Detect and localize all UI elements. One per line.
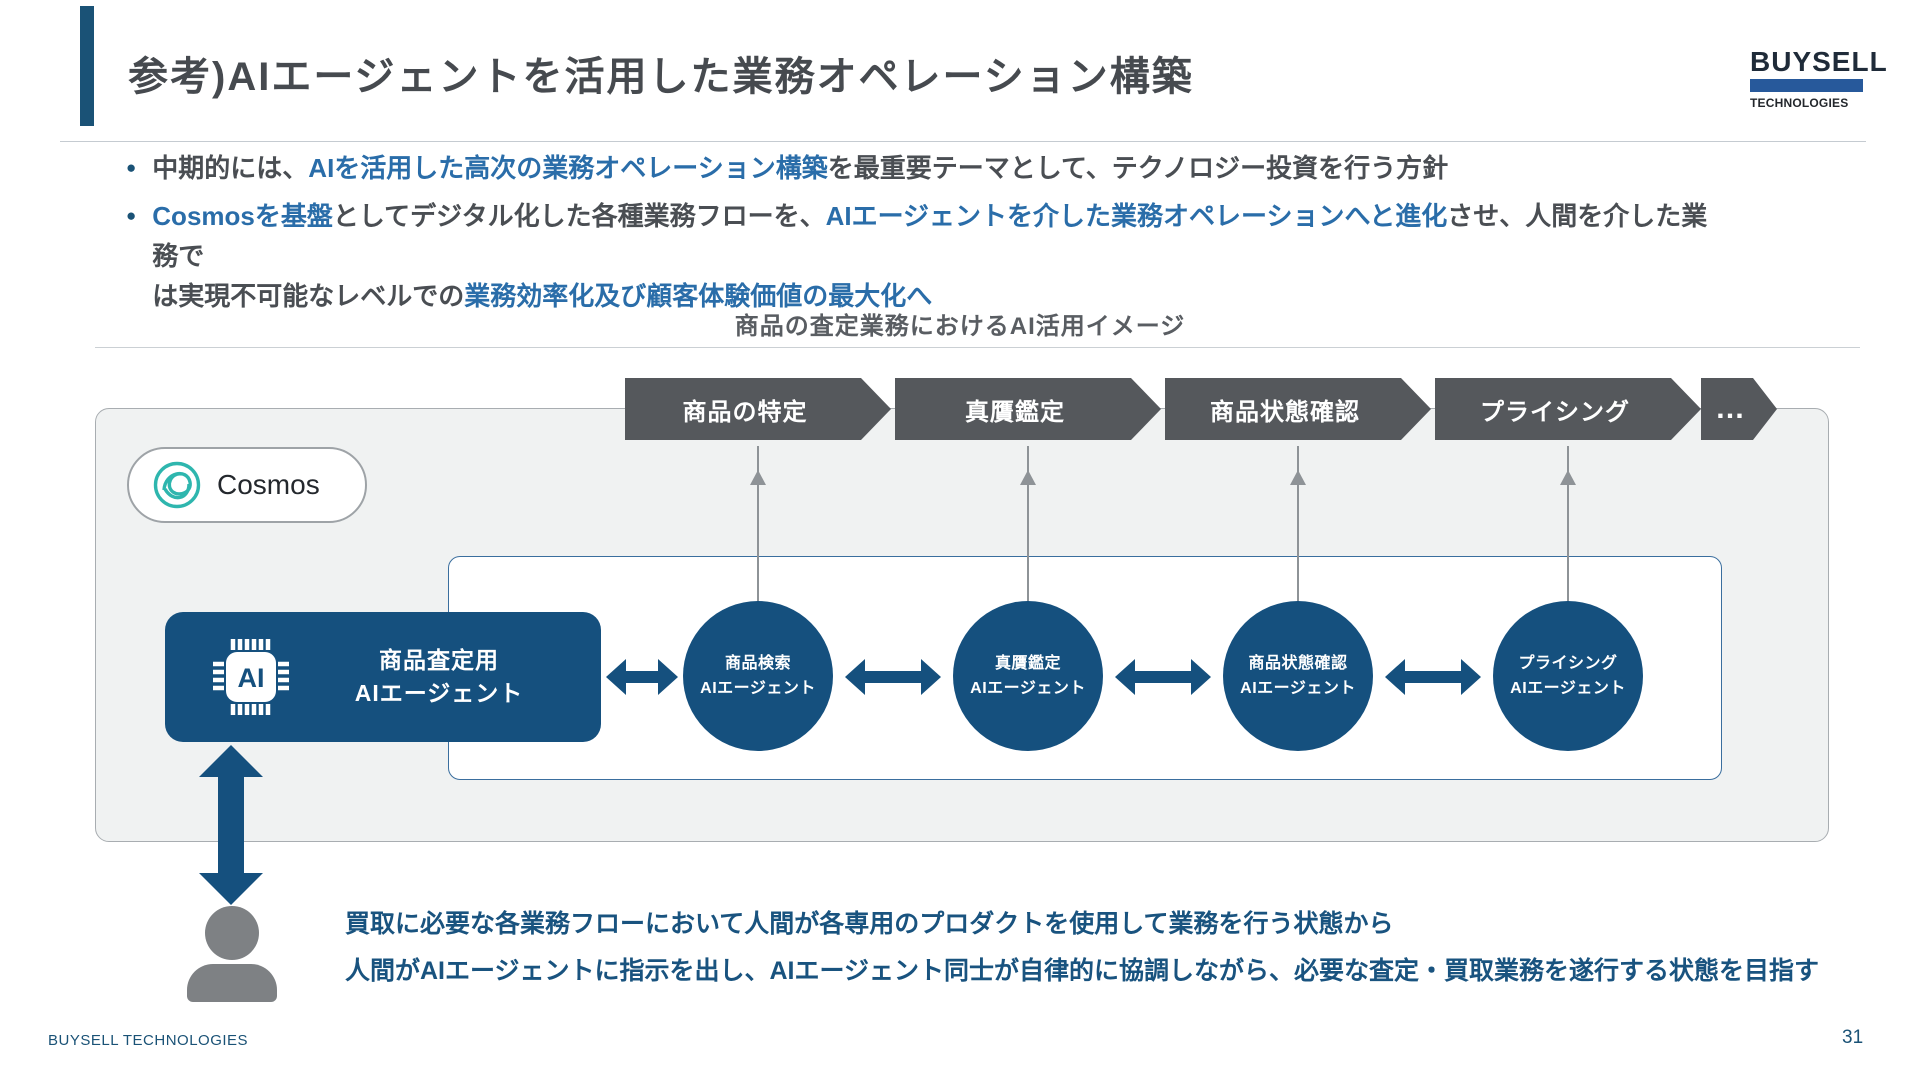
agent-circle: 商品状態確認 AIエージェント [1223, 601, 1373, 751]
page-number: 31 [1842, 1027, 1864, 1048]
process-step: プライシング [1435, 378, 1701, 440]
agent-line2: AIエージェント [700, 680, 816, 697]
svg-text:AI: AI [238, 663, 265, 693]
title-accent-bar [80, 6, 94, 126]
person-icon [205, 906, 259, 960]
logo-bar [1750, 79, 1863, 92]
arrow-shaft [218, 773, 244, 877]
cosmos-label: Cosmos [217, 469, 320, 500]
arrow-shaft [1132, 671, 1194, 683]
arrow-left-head [845, 659, 865, 695]
arrow-shaft [623, 671, 661, 683]
bullet-line: 中期的には、AIを活用した高次の業務オペレーション構築を最重要テーマとして、テク… [152, 148, 1448, 188]
cosmos-logo-icon [153, 461, 201, 509]
double-arrow-horizontal [1385, 659, 1481, 695]
double-arrow-horizontal [606, 659, 678, 695]
arrow-left-head [1115, 659, 1135, 695]
text-segment: Cosmosを基盤 [152, 201, 333, 231]
agent-line1: プライシング [1518, 655, 1618, 672]
agent-line1: 商品状態確認 [1248, 655, 1348, 672]
arrow-shaft [1402, 671, 1464, 683]
connector-line [757, 446, 759, 604]
arrow-left-head [606, 659, 626, 695]
agent-line2: AIエージェント [1240, 680, 1356, 697]
bullet-text: 中期的には、AIを活用した高次の業務オペレーション構築を最重要テーマとして、テク… [152, 148, 1448, 188]
bullet-line: は実現不可能なレベルでの業務効率化及び顧客体験価値の最大化へ [152, 276, 1726, 316]
text-segment: AIエージェントを介した業務オペレーションへと進化 [825, 201, 1448, 231]
footer-company-name: BUYSELL TECHNOLOGIES [48, 1032, 249, 1049]
agent-circle: プライシング AIエージェント [1493, 601, 1643, 751]
text-segment: 業務効率化及び顧客体験価値の最大化へ [464, 281, 933, 311]
arrow-right-head [1461, 659, 1481, 695]
arrow-shaft [862, 671, 924, 683]
bullet-text: Cosmosを基盤としてデジタル化した各種業務フローを、AIエージェントを介した… [152, 196, 1726, 316]
connector-arrow-up-icon [750, 470, 766, 485]
bullet-line: Cosmosを基盤としてデジタル化した各種業務フローを、AIエージェントを介した… [152, 196, 1726, 276]
agent-line2: AIエージェント [1510, 680, 1626, 697]
text-segment: は実現不可能なレベルでの [152, 281, 465, 311]
double-arrow-horizontal [1115, 659, 1211, 695]
arrow-right-head [921, 659, 941, 695]
connector-line [1297, 446, 1299, 604]
agent-line2: AIエージェント [970, 680, 1086, 697]
arrow-right-head [658, 659, 678, 695]
text-segment: させ、人間を介した業務で [152, 201, 1708, 271]
bullet-item: ● 中期的には、AIを活用した高次の業務オペレーション構築を最重要テーマとして、テ… [126, 148, 1726, 188]
text-segment: AIを活用した高次の業務オペレーション構築 [308, 153, 828, 183]
bullet-item: ● Cosmosを基盤としてデジタル化した各種業務フローを、AIエージェントを介し… [126, 196, 1726, 316]
agent-circle: 商品検索 AIエージェント [683, 601, 833, 751]
bullet-marker: ● [126, 206, 137, 225]
agent-circle: 真贋鑑定 AIエージェント [953, 601, 1103, 751]
agent-line1: 商品検索 [724, 655, 791, 672]
company-logo: BUYSELL TECHNOLOGIES [1750, 46, 1888, 110]
bullet-marker: ● [126, 158, 137, 177]
process-step: 商品の特定 [625, 378, 891, 440]
logo-text-technologies: TECHNOLOGIES [1750, 96, 1849, 110]
main-ai-agent-box: AI 商品査定用 AIエージェント [165, 612, 601, 742]
human-agent-double-arrow [199, 745, 263, 905]
main-agent-line2: AIエージェント [354, 680, 524, 706]
connector-arrow-up-icon [1560, 470, 1576, 485]
note-line: 人間がAIエージェントに指示を出し、AIエージェント同士が自律的に協調しながら、… [345, 957, 1820, 985]
person-icon-body [187, 964, 277, 1002]
connector-arrow-up-icon [1020, 470, 1036, 485]
connector-line [1567, 446, 1569, 604]
bullet-list: ● 中期的には、AIを活用した高次の業務オペレーション構築を最重要テーマとして、テ… [126, 148, 1726, 324]
text-segment: 中期的には、 [152, 153, 309, 183]
caption-divider [95, 347, 1860, 348]
arrow-right-head [1191, 659, 1211, 695]
process-step: 商品状態確認 [1165, 378, 1431, 440]
arrow-left-head [1385, 659, 1405, 695]
connector-line [1027, 446, 1029, 604]
main-agent-line1: 商品査定用 [379, 647, 499, 673]
cosmos-badge: Cosmos [127, 447, 367, 523]
double-arrow-horizontal [845, 659, 941, 695]
ai-chip-icon: AI [213, 639, 289, 715]
page-title: 参考)AIエージェントを活用した業務オペレーション構築 [128, 55, 1194, 99]
arrow-up-head [199, 745, 263, 777]
arrow-down-head [199, 873, 263, 905]
logo-text-buysell: BUYSELL [1750, 46, 1888, 77]
text-segment: を最重要テーマとして、テクノロジー投資を行う方針 [827, 153, 1449, 183]
bottom-notes: 買取に必要な各業務フローにおいて人間が各専用のプロダクトを使用して業務を行う状態… [345, 901, 1865, 995]
title-divider [60, 141, 1866, 142]
diagram-caption: 商品の査定業務におけるAI活用イメージ [734, 313, 1186, 340]
main-agent-label: 商品査定用 AIエージェント [297, 644, 581, 710]
process-step: 真贋鑑定 [895, 378, 1161, 440]
connector-arrow-up-icon [1290, 470, 1306, 485]
agent-line1: 真贋鑑定 [994, 655, 1061, 672]
text-segment: としてデジタル化した各種業務フローを、 [332, 201, 826, 231]
note-line: 買取に必要な各業務フローにおいて人間が各専用のプロダクトを使用して業務を行う状態… [345, 910, 1394, 938]
